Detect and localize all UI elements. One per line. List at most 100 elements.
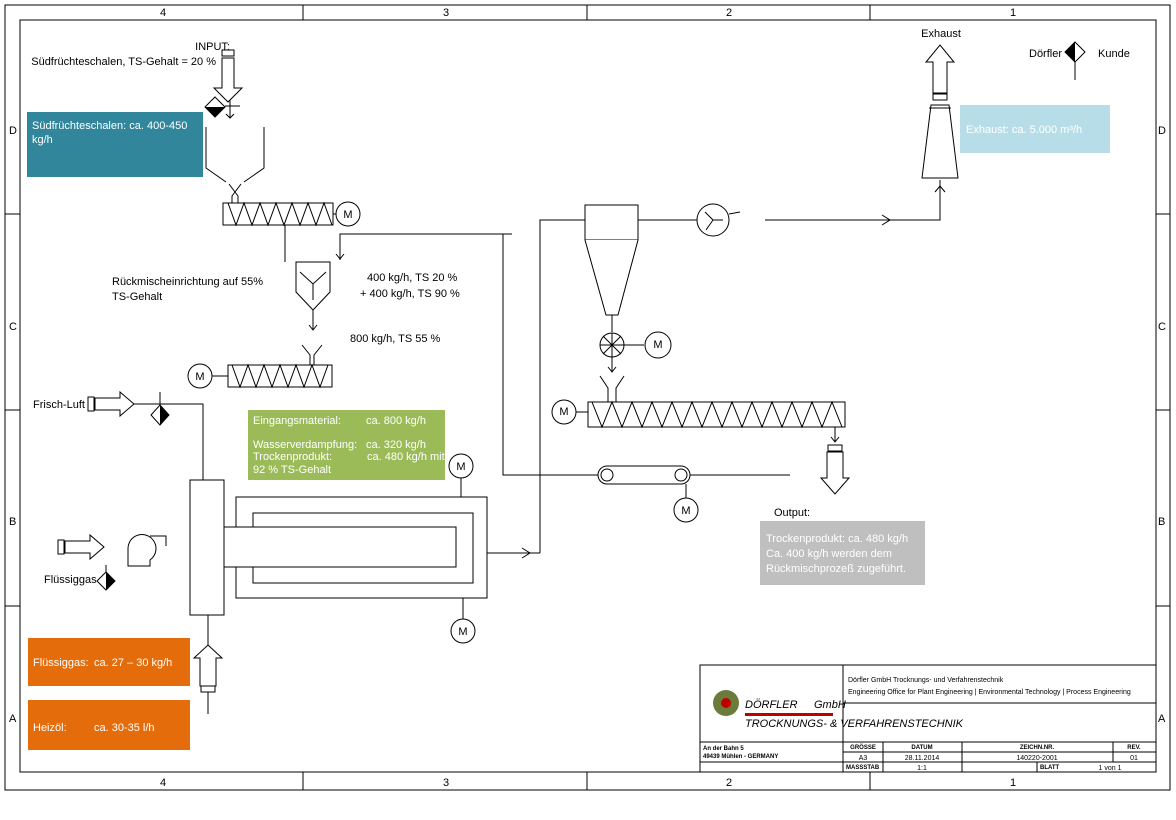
feed-info-text: kg/h [32, 134, 53, 146]
date-value: 28.11.2014 [905, 755, 940, 762]
belt-conveyor [597, 465, 691, 485]
company-tagline: Engineering Office for Plant Engineering… [848, 689, 1131, 696]
lpg-label: Flüssiggas [44, 574, 97, 586]
column-label: 2 [726, 777, 732, 789]
material-info-box [248, 410, 445, 480]
mixer-label: TS-Gehalt [112, 291, 162, 303]
exhaust-label: Exhaust [921, 28, 961, 40]
exhaust-arrow-icon [924, 44, 956, 101]
feed-info-text: Südfrüchteschalen: ca. 400-450 [32, 120, 187, 132]
company-logo: DÖRFLER GmbH TROCKNUNGS- & VERFAHRENSTEC… [713, 690, 964, 730]
drum-dryer [223, 496, 488, 599]
address-line: An der Bahn 5 [703, 746, 744, 752]
exhaust-fan-icon [696, 203, 741, 237]
burner-chamber [189, 479, 225, 616]
material-info-text: ca. 800 kg/h [366, 415, 426, 427]
fresh-air-label: Frisch-Luft [33, 399, 85, 411]
output-info-box [760, 521, 925, 585]
drawing-frame: 4 3 2 1 4 3 2 1 D C B A D C B A [4, 4, 1171, 791]
feed-info-box [27, 112, 203, 177]
date-label: DATUM [911, 745, 932, 751]
fresh-air-arrow-icon [87, 390, 135, 418]
output-label: Output: [774, 507, 810, 519]
responsibility-diamond-icon [150, 392, 170, 426]
svg-text:M: M [458, 626, 467, 638]
rotary-valve-icon [599, 332, 625, 358]
title-block: DÖRFLER GmbH TROCKNUNGS- & VERFAHRENSTEC… [699, 664, 1157, 773]
lpg-arrow-icon [57, 533, 105, 561]
drawing-number-value: 140220-2001 [1016, 755, 1057, 762]
svg-text:M: M [456, 461, 465, 473]
output-info-text: Ca. 400 kg/h werden dem [766, 548, 892, 560]
screw-conveyor-1 [222, 201, 334, 227]
row-label: D [9, 125, 17, 137]
svg-text:M: M [653, 339, 662, 351]
material-info-text: 92 % TS-Gehalt [253, 464, 331, 476]
svg-text:M: M [681, 505, 690, 517]
blower-icon [127, 534, 167, 567]
motor-icon: M [333, 201, 361, 227]
column-label: 1 [1010, 777, 1016, 789]
svg-text:DÖRFLER: DÖRFLER [745, 699, 798, 711]
flow-label: 800 kg/h, TS 55 % [350, 333, 441, 345]
responsibility-diamond-icon [204, 96, 240, 119]
company-line: Dörfler GmbH Trocknungs- und Verfahrenst… [848, 677, 1004, 684]
column-label: 1 [1010, 7, 1016, 19]
svg-text:M: M [343, 209, 352, 221]
scale-label: MASSSTAB [846, 765, 880, 771]
revision-value: 01 [1130, 755, 1138, 762]
lpg-info-text: Flüssiggas: [33, 657, 89, 669]
row-label: A [1158, 713, 1166, 725]
input-description: Südfrüchteschalen, TS-Gehalt = 20 % [31, 56, 216, 68]
row-label: A [9, 713, 17, 725]
flow-label: 400 kg/h, TS 20 % [367, 272, 458, 284]
exhaust-stack [921, 104, 959, 179]
column-label: 4 [160, 7, 166, 19]
column-label: 3 [443, 777, 449, 789]
feed-hopper [205, 127, 265, 203]
row-label: D [1158, 125, 1166, 137]
material-info-text: ca. 480 kg/h mit [367, 451, 445, 463]
address-line: 49439 Mühlen - GERMANY [703, 754, 778, 760]
motor-icon: M [448, 453, 474, 497]
column-label: 4 [160, 777, 166, 789]
screw-conveyor-2 [227, 363, 333, 389]
input-title: INPUT: [195, 41, 230, 53]
oil-info-text: ca. 30-35 l/h [94, 722, 155, 734]
row-label: B [9, 516, 16, 528]
responsibility-diamond-icon [96, 565, 116, 591]
material-info-text: Trockenprodukt: [253, 451, 332, 463]
output-arrow-icon [819, 427, 851, 495]
sheet-value: 1 von 1 [1099, 765, 1122, 772]
output-info-text: Rückmischprozeß zugeführt. [766, 563, 906, 575]
svg-text:M: M [195, 371, 204, 383]
drawing-number-label: ZEICHN.NR. [1020, 745, 1055, 751]
legend-doerfler: Dörfler [1029, 48, 1062, 60]
exhaust-info-box [960, 105, 1110, 153]
screw-conveyor-3 [587, 400, 846, 429]
scale-value: 1:1 [917, 765, 927, 772]
column-label: 2 [726, 7, 732, 19]
material-info-text: Wasserverdampfung: [253, 439, 357, 451]
back-mixer [295, 261, 331, 311]
fuel-inlet-arrow-icon [192, 615, 224, 714]
oil-info-text: Heizöl: [33, 722, 67, 734]
motor-icon: M [673, 484, 699, 523]
cyclone [584, 204, 639, 316]
row-label: C [9, 321, 17, 333]
motor-icon: M [624, 331, 672, 359]
exhaust-info-text: Exhaust: ca. 5.000 m³/h [966, 124, 1082, 136]
flow-label: + 400 kg/h, TS 90 % [360, 288, 460, 300]
size-label: GRÖSSE [850, 744, 876, 751]
lpg-info-box [28, 638, 190, 686]
motor-icon: M [551, 399, 588, 425]
row-label: C [1158, 321, 1166, 333]
material-info-text: Eingangsmaterial: [253, 415, 341, 427]
size-value: A3 [859, 755, 868, 762]
sheet-label: BLATT [1040, 765, 1060, 771]
row-label: B [1158, 516, 1165, 528]
material-info-text: ca. 320 kg/h [366, 439, 426, 451]
motor-icon: M [187, 363, 228, 389]
output-info-text: Trockenprodukt: ca. 480 kg/h [766, 533, 908, 545]
